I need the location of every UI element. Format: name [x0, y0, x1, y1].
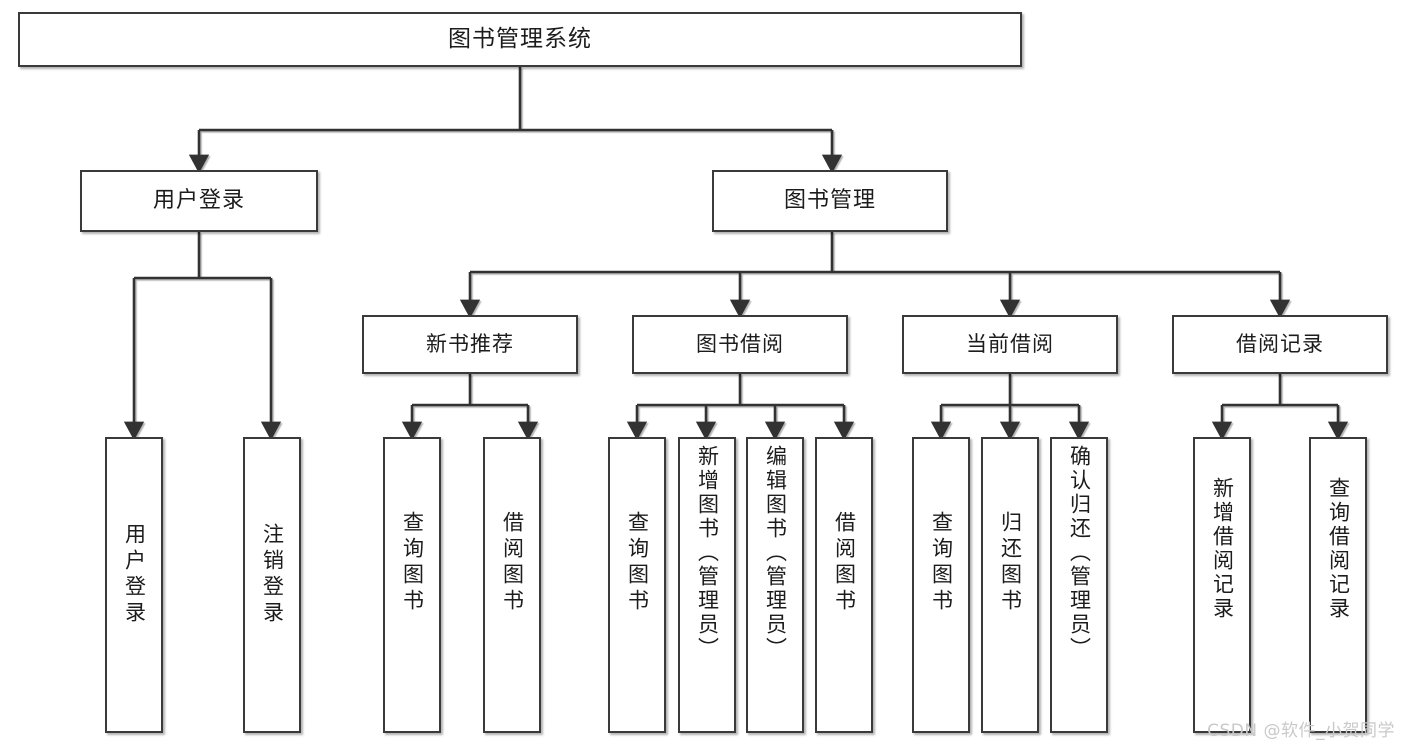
node-leaf-edit-book-admin-label: 编辑图书（管理员）: [763, 445, 788, 661]
node-leaf-add-book-admin[interactable]: 新增图书（管理员）: [678, 437, 736, 733]
edge-group-borrowrecord-to-leaves: [1211, 374, 1349, 441]
node-book-management[interactable]: 图书管理: [712, 170, 948, 232]
node-leaf-add-borrow-record-label: 新增借阅记录: [1210, 477, 1235, 621]
node-leaf-confirm-return-admin[interactable]: 确认归还（管理员）: [1050, 437, 1108, 733]
node-user-login[interactable]: 用户登录: [80, 170, 318, 232]
node-root-label: 图书管理系统: [448, 25, 592, 52]
node-book-borrow[interactable]: 图书借阅: [632, 315, 848, 374]
node-leaf-query-borrow-record-label: 查询借阅记录: [1326, 477, 1351, 621]
node-leaf-edit-book-admin[interactable]: 编辑图书（管理员）: [746, 437, 804, 733]
node-book-management-label: 图书管理: [783, 188, 876, 214]
node-leaf-query-borrow-record[interactable]: 查询借阅记录: [1309, 437, 1367, 733]
node-leaf-query-book-current[interactable]: 查询图书: [912, 437, 970, 733]
node-leaf-logout[interactable]: 注销登录: [243, 437, 301, 733]
node-leaf-return-book-label: 归还图书: [998, 511, 1023, 615]
node-leaf-query-book-borrow-label: 查询图书: [625, 511, 650, 615]
node-leaf-borrow-book[interactable]: 借阅图书: [815, 437, 873, 733]
node-new-book-recommend[interactable]: 新书推荐: [362, 315, 578, 374]
node-current-borrow-label: 当前借阅: [966, 332, 1054, 357]
node-leaf-query-book-borrow[interactable]: 查询图书: [608, 437, 666, 733]
node-borrow-record[interactable]: 借阅记录: [1172, 315, 1388, 374]
node-leaf-user-login-label: 用户登录: [122, 523, 147, 627]
node-leaf-query-book-current-label: 查询图书: [929, 511, 954, 615]
edge-group-bookborrow-to-leaves: [626, 374, 855, 441]
node-leaf-add-book-admin-label: 新增图书（管理员）: [695, 445, 720, 661]
edge-group-userlogin-to-leaves: [123, 232, 282, 441]
edge-group-newbook-to-leaves: [401, 374, 539, 441]
node-leaf-logout-label: 注销登录: [260, 523, 285, 627]
edge-group-currentborrow-to-leaves: [930, 374, 1090, 441]
node-leaf-user-login[interactable]: 用户登录: [105, 437, 163, 733]
node-current-borrow[interactable]: 当前借阅: [902, 315, 1118, 374]
node-new-book-recommend-label: 新书推荐: [426, 332, 514, 357]
node-user-login-label: 用户登录: [152, 188, 245, 214]
node-borrow-record-label: 借阅记录: [1236, 332, 1324, 357]
node-root-system[interactable]: 图书管理系统: [18, 12, 1022, 67]
edge-group-root-to-level1: [188, 67, 843, 174]
node-leaf-confirm-return-admin-label: 确认归还（管理员）: [1067, 445, 1092, 661]
node-leaf-borrow-book-label: 借阅图书: [832, 511, 857, 615]
node-book-borrow-label: 图书借阅: [696, 332, 784, 357]
node-leaf-borrow-book-recommend-label: 借阅图书: [500, 511, 525, 615]
node-leaf-return-book[interactable]: 归还图书: [981, 437, 1039, 733]
node-leaf-query-book-recommend[interactable]: 查询图书: [383, 437, 441, 733]
node-leaf-query-book-recommend-label: 查询图书: [400, 511, 425, 615]
csdn-watermark: CSDN @软件_小贺同学: [1207, 721, 1395, 741]
node-leaf-add-borrow-record[interactable]: 新增借阅记录: [1193, 437, 1251, 733]
node-leaf-borrow-book-recommend[interactable]: 借阅图书: [483, 437, 541, 733]
edge-group-bookmgmt-to-level2: [459, 232, 1291, 319]
